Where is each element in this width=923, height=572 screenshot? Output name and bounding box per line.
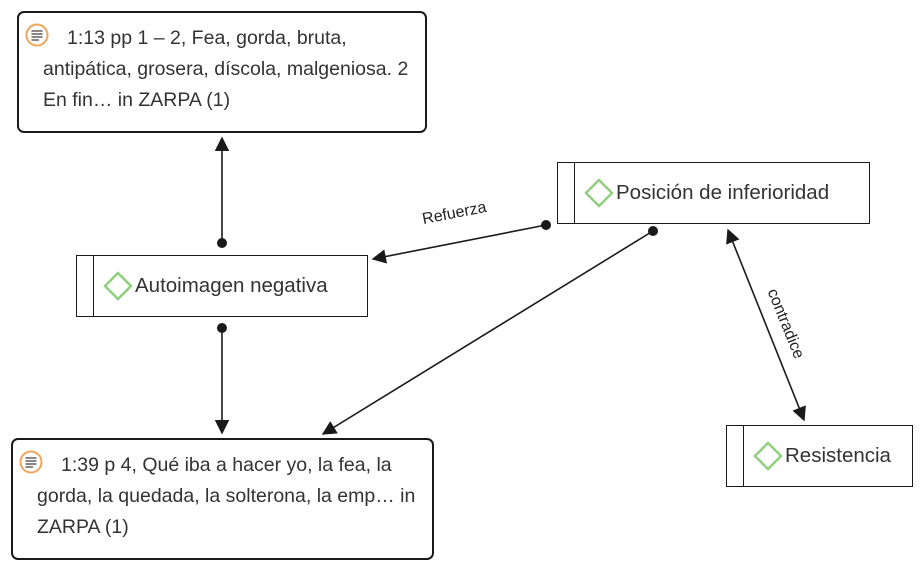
link-posicion-contradice-resistencia[interactable] [726,228,806,422]
quotation-node-1-39[interactable]: 1:39 p 4, Qué iba a hacer yo, la fea, la… [11,438,434,560]
code-node-bar [93,256,94,316]
code-diamond-icon [103,271,133,301]
link-autoimagen-to-quote-2[interactable] [214,323,230,435]
link-posicion-to-quote-2[interactable] [321,226,658,435]
code-node-bar [743,426,744,486]
code-label: Autoimagen negativa [135,274,328,297]
code-diamond-icon [584,178,614,208]
code-node-autoimagen-negativa[interactable]: Autoimagen negativa [76,255,368,317]
code-label: Resistencia [785,444,891,467]
quotation-node-1-13[interactable]: 1:13 pp 1 – 2, Fea, gorda, bruta, antipá… [17,11,427,133]
quotation-text: 1:39 p 4, Qué iba a hacer yo, la fea, la… [37,454,416,538]
code-node-resistencia[interactable]: Resistencia [726,425,913,487]
quotation-icon [25,23,49,47]
quotation-icon [19,450,43,474]
quotation-text: 1:13 pp 1 – 2, Fea, gorda, bruta, antipá… [43,27,409,111]
code-label: Posición de inferioridad [616,181,830,204]
link-autoimagen-to-quote-1[interactable] [214,136,230,248]
code-node-bar [574,163,575,223]
link-posicion-refuerza-autoimagen[interactable] [371,220,551,264]
code-diamond-icon [753,441,783,471]
code-node-posicion-de-inferioridad[interactable]: Posición de inferioridad [557,162,870,224]
